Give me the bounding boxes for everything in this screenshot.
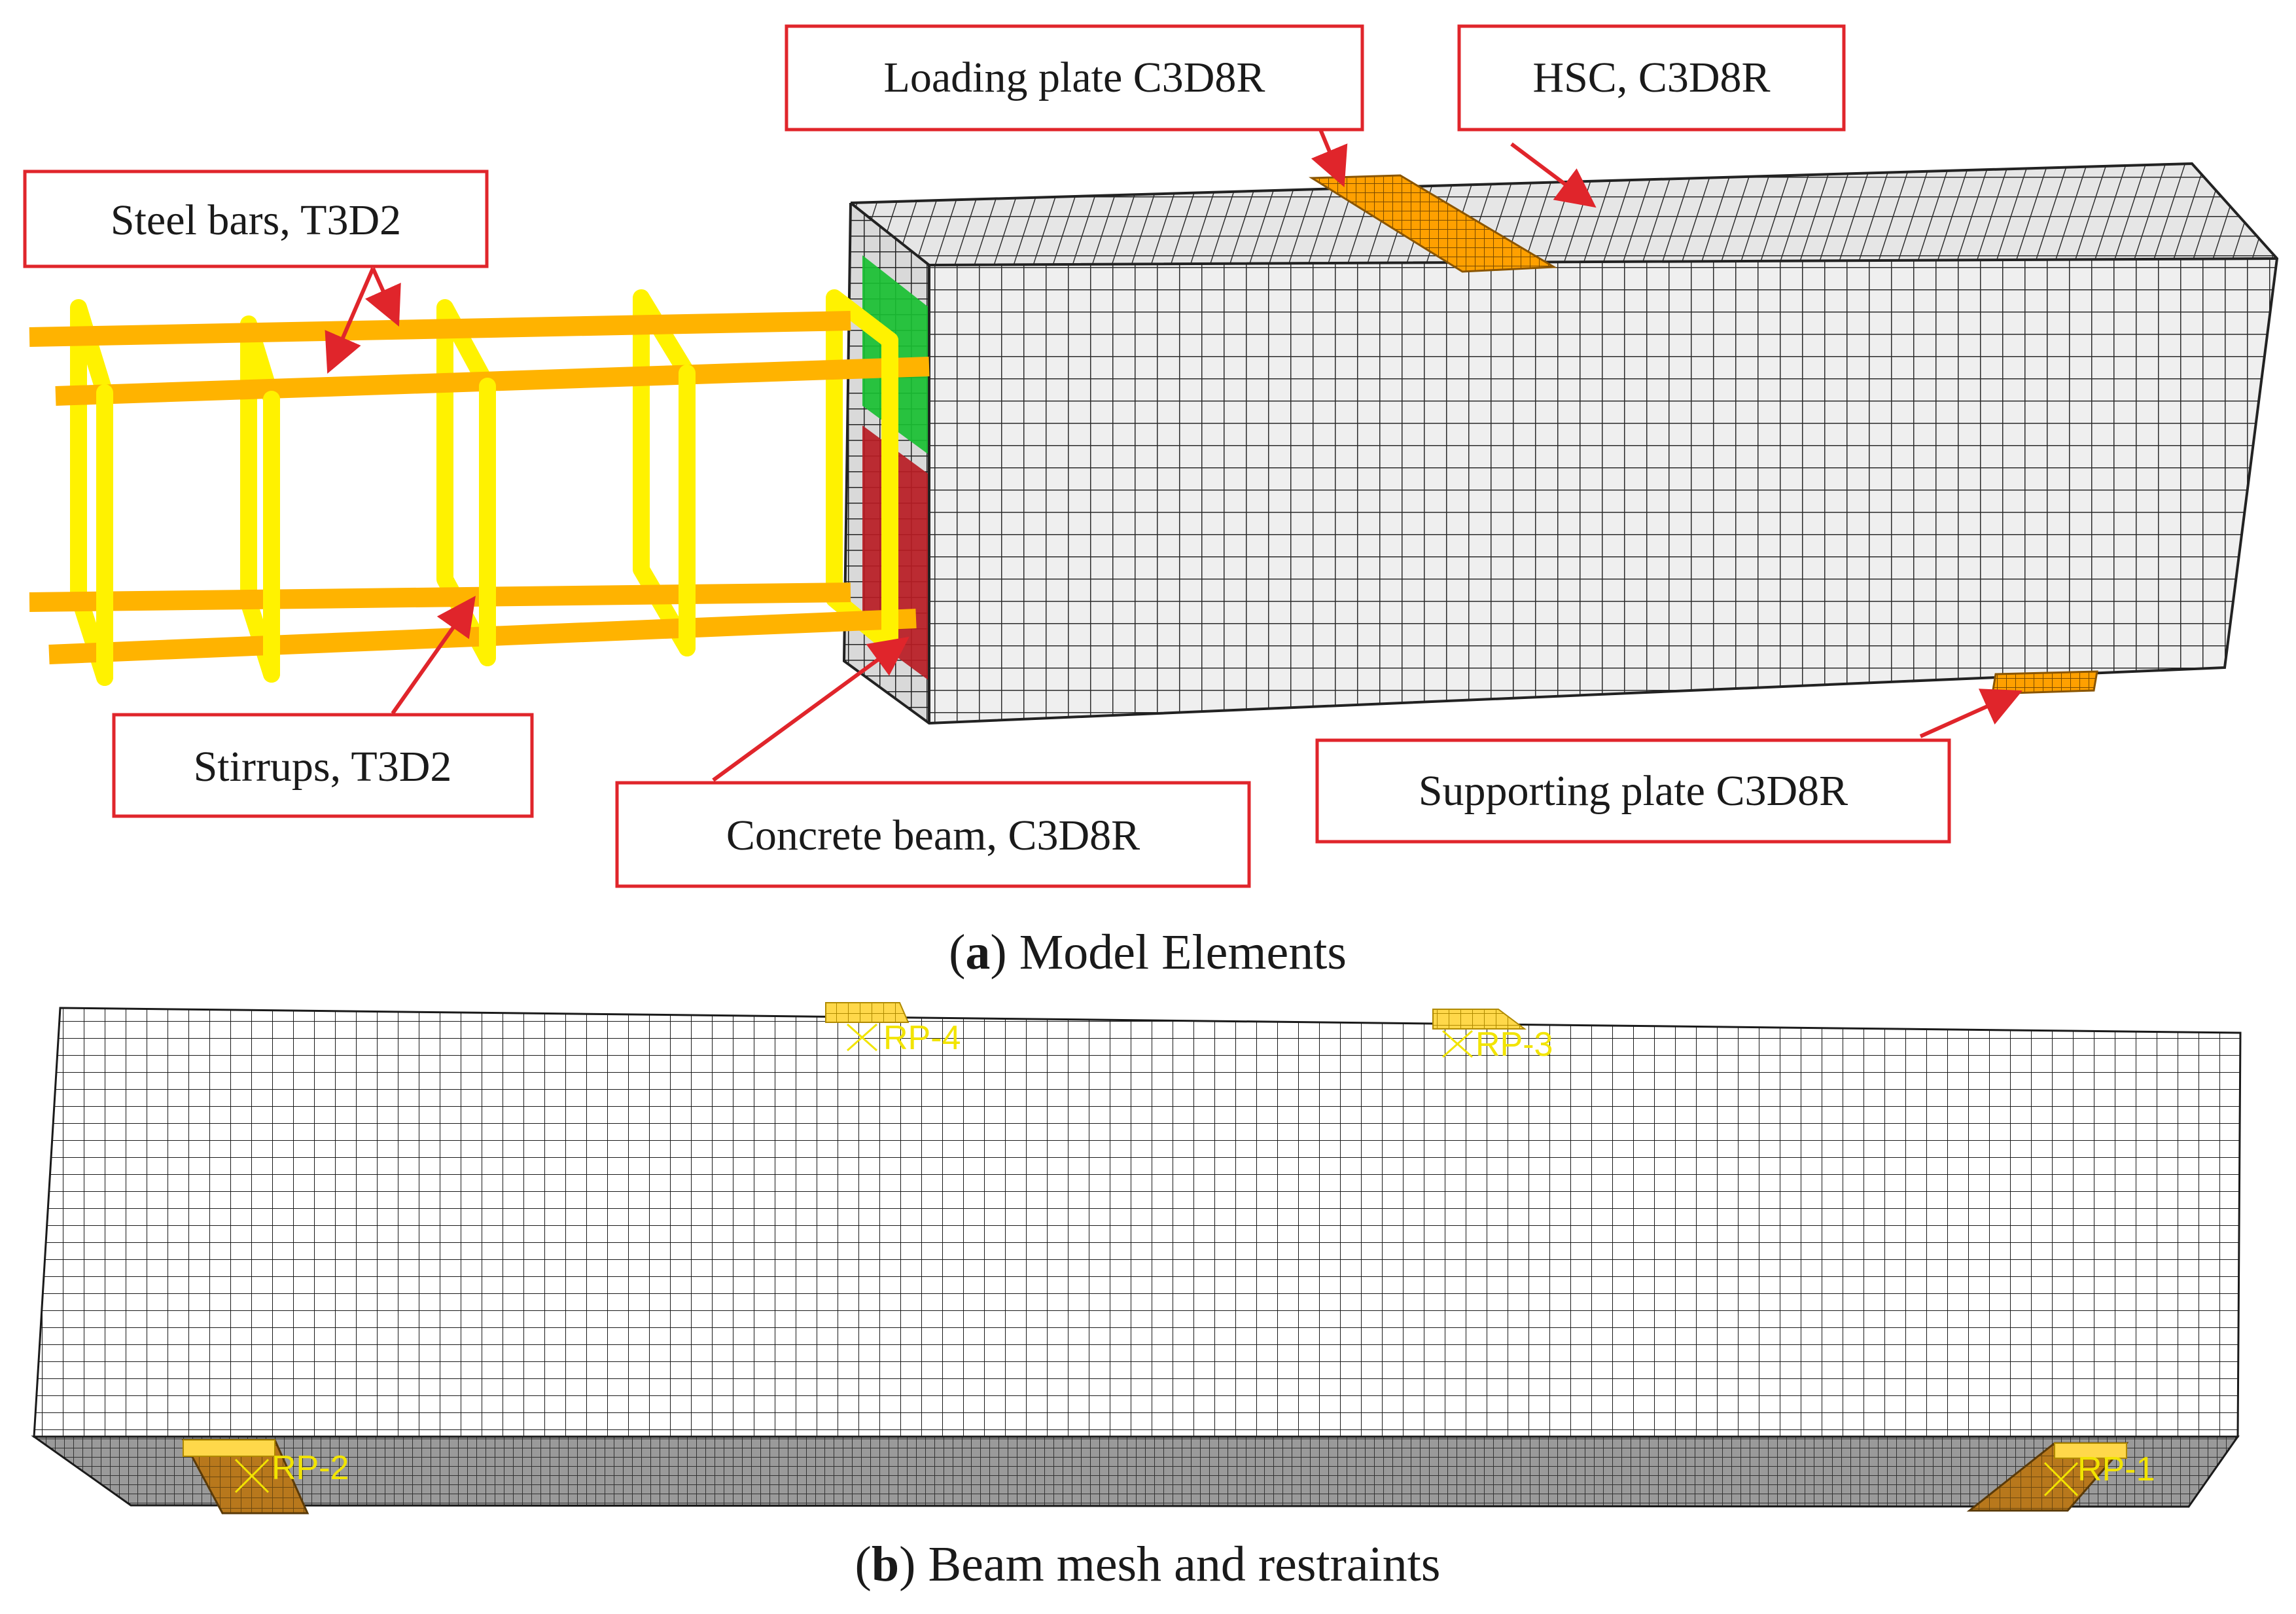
steel-bar-top-back — [29, 311, 851, 347]
panel-b: RP-4 RP-3 RP-2 RP-1 (b) Beam mesh and re… — [31, 1002, 2242, 1592]
callout-arrows — [325, 128, 2022, 782]
callout-loading-plate-label: Loading plate C3D8R — [884, 54, 1265, 101]
arrow-steel-bars-2 — [364, 267, 401, 327]
callout-hsc: HSC, C3D8R — [1457, 24, 1846, 132]
support-plate-rp1 — [1966, 1442, 2129, 1512]
caption-b-letter: b — [872, 1537, 899, 1592]
beam-front-face — [929, 259, 2277, 723]
callout-loading-plate: Loading plate C3D8R — [785, 24, 1364, 132]
callout-concrete-beam: Concrete beam, C3D8R — [615, 781, 1251, 888]
caption-b-text: Beam mesh and restraints — [928, 1537, 1440, 1592]
panel-a: Steel bars, T3D2 Stirrups, T3D2 Concrete… — [23, 24, 2279, 980]
callout-stirrups: Stirrups, T3D2 — [112, 713, 534, 818]
arrow-supporting-plate — [1919, 689, 2022, 738]
arrow-concrete-beam — [712, 636, 910, 782]
arrow-hsc — [1510, 142, 1597, 208]
caption-a-letter: a — [965, 925, 990, 980]
arrow-stirrups — [391, 596, 476, 715]
top-plate-rp4 — [825, 1002, 910, 1052]
callout-steel-bars-label: Steel bars, T3D2 — [111, 196, 401, 244]
rp-label-3: RP-3 — [1475, 1026, 1553, 1064]
reinforcement-cage — [29, 289, 930, 686]
caption-b: (b) Beam mesh and restraints — [855, 1537, 1441, 1592]
callout-hsc-label: HSC, C3D8R — [1532, 54, 1770, 101]
callout-stirrups-label: Stirrups, T3D2 — [194, 743, 452, 791]
rp-label-4: RP-4 — [883, 1019, 961, 1057]
loading-plate — [1308, 174, 1558, 273]
beam-mesh-face — [33, 1007, 2242, 1438]
caption-a: (a) Model Elements — [949, 925, 1347, 980]
arrow-steel-bars-1 — [325, 267, 375, 374]
callout-supporting-plate: Supporting plate C3D8R — [1315, 738, 1951, 844]
rp-label-2: RP-2 — [272, 1449, 349, 1487]
callout-supporting-plate-label: Supporting plate C3D8R — [1419, 767, 1848, 815]
callout-steel-bars: Steel bars, T3D2 — [23, 170, 489, 268]
caption-a-text: Model Elements — [1019, 925, 1347, 980]
support-plate-rp2 — [181, 1439, 309, 1515]
supporting-plate — [1991, 670, 2098, 695]
steel-bar-bottom-back — [29, 583, 851, 612]
arrow-loading-plate — [1311, 128, 1348, 188]
top-plate-rp3 — [1432, 1009, 1527, 1058]
beam-top-face — [851, 164, 2277, 265]
rp-label-1: RP-1 — [2077, 1450, 2155, 1488]
callout-concrete-beam-label: Concrete beam, C3D8R — [726, 812, 1140, 859]
beam-mesh-bottom — [31, 1435, 2240, 1508]
concrete-beam-3d — [842, 162, 2279, 725]
